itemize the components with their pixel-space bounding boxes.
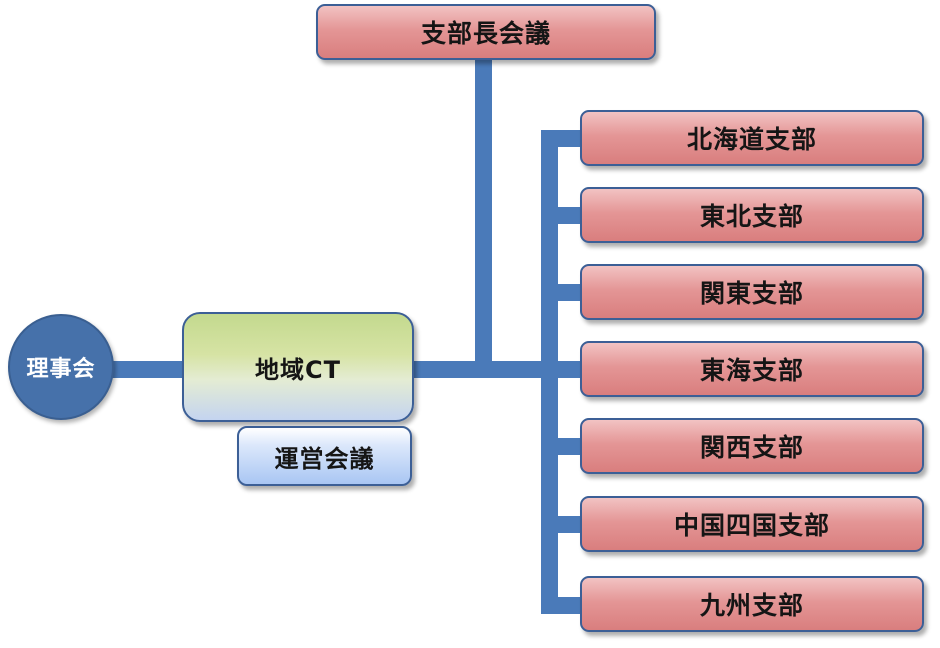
branch-label: 中国四国支部 (673, 511, 830, 540)
connector-branch-1 (541, 207, 585, 224)
connector-branch-0 (541, 130, 585, 147)
steering-committee-label: 運営会議 (274, 444, 375, 473)
connector-branch-2 (541, 284, 585, 301)
branch-node-hokkaido: 北海道支部 (580, 110, 924, 166)
branch-managers-meeting-label: 支部長会議 (420, 19, 551, 48)
branch-label: 九州支部 (699, 591, 804, 620)
connector-branch-4 (541, 438, 585, 455)
board-of-directors-label: 理事会 (26, 357, 96, 382)
connector-branch-5 (541, 516, 585, 533)
branch-label: 関東支部 (699, 279, 804, 308)
branch-node-tokai: 東海支部 (580, 341, 924, 397)
branch-node-kyushu: 九州支部 (580, 576, 924, 632)
branch-node-chugoku-shikoku: 中国四国支部 (580, 496, 924, 552)
connector-top-vertical (475, 58, 492, 378)
regional-ct-label: 地域CT (255, 355, 341, 384)
connector-branch-3 (541, 361, 585, 378)
branch-node-kanto: 関東支部 (580, 264, 924, 320)
steering-committee-node: 運営会議 (237, 426, 412, 486)
board-of-directors-node: 理事会 (8, 314, 114, 420)
branch-label: 東北支部 (699, 202, 804, 231)
connector-branch-6 (541, 597, 585, 614)
branch-label: 北海道支部 (686, 125, 817, 154)
branch-label: 関西支部 (699, 433, 804, 462)
regional-ct-node: 地域CT (182, 312, 414, 422)
branch-node-kansai: 関西支部 (580, 418, 924, 474)
branch-label: 東海支部 (699, 356, 804, 385)
branch-node-tohoku: 東北支部 (580, 187, 924, 243)
branch-managers-meeting-node: 支部長会議 (316, 4, 656, 60)
connector-board-to-center (110, 361, 184, 378)
